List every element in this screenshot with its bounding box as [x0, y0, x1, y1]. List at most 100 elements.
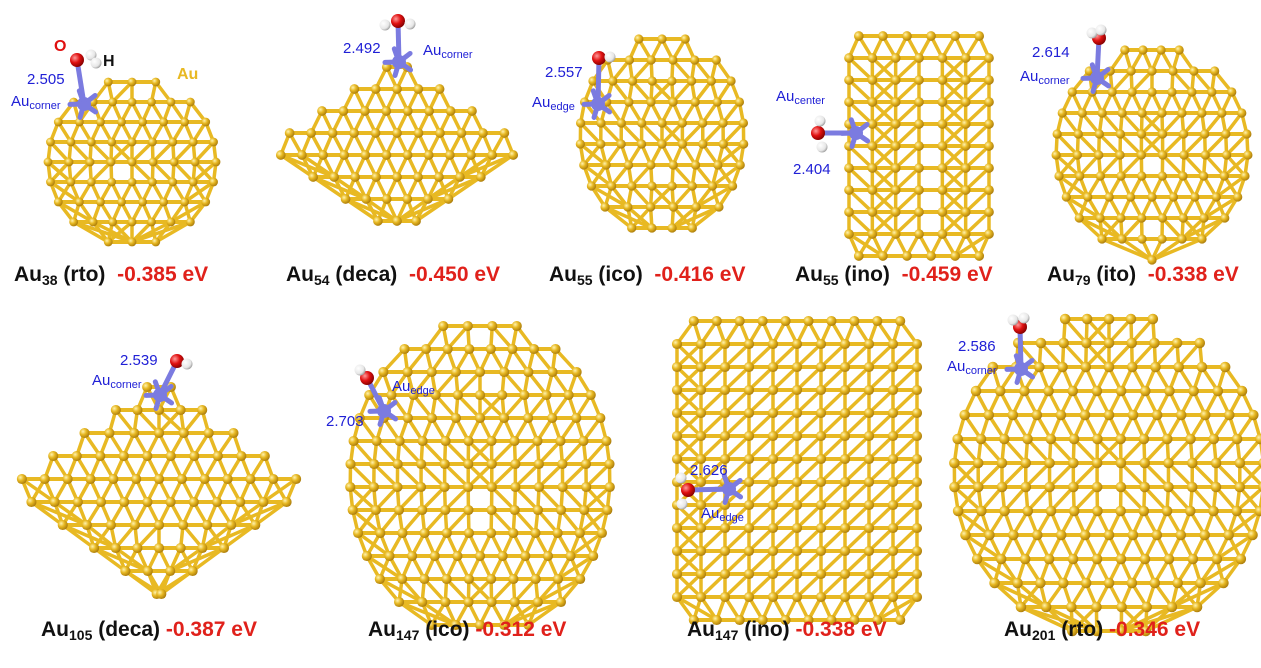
au-atom [1068, 457, 1079, 469]
au-atom [575, 573, 586, 585]
au-atom [499, 619, 510, 631]
au-atom [863, 430, 875, 442]
au-atom [375, 527, 386, 539]
au-au-bond [490, 485, 517, 512]
au-atom [863, 453, 875, 465]
caption-au147-ino: Au147 (ino) -0.338 eV [687, 618, 887, 643]
au-atom [185, 217, 195, 227]
au-au-bond [723, 549, 751, 576]
au-atom [743, 430, 755, 442]
au-atom [1178, 213, 1188, 223]
au-atom [671, 361, 683, 373]
au-atom [636, 139, 647, 149]
au-atom [687, 223, 697, 233]
au-atom [911, 453, 923, 465]
site-label: Aucorner [92, 372, 142, 391]
au-atom [767, 499, 779, 511]
au-atom [1054, 171, 1064, 181]
au-atom [487, 150, 497, 160]
au-atom [361, 550, 372, 562]
au-atom [767, 453, 779, 465]
au-atom [371, 172, 381, 182]
au-atom [1045, 433, 1057, 445]
au-atom [438, 320, 449, 332]
au-atom [950, 251, 960, 261]
au-au-bond [867, 572, 895, 599]
au-atom [1199, 171, 1209, 181]
au-au-bond [699, 572, 727, 599]
au-atom [16, 473, 27, 485]
au-atom [1061, 192, 1071, 202]
au-au-bond [1100, 111, 1123, 136]
au-atom [1210, 481, 1222, 493]
au-atom [88, 542, 100, 554]
au-atom [340, 194, 351, 204]
au-au-bond [675, 388, 703, 415]
au-au-bond [870, 56, 898, 82]
au-atom [426, 366, 437, 378]
au-atom [844, 75, 854, 85]
au-au-bond [466, 462, 494, 489]
au-atom [327, 128, 338, 138]
au-atom [1172, 577, 1183, 589]
au-atom [1022, 433, 1033, 445]
au-atom [1115, 625, 1127, 637]
au-atom [474, 550, 486, 562]
au-atom [66, 137, 76, 147]
au-atom [1117, 234, 1127, 244]
au-au-bond [1129, 317, 1155, 345]
au-atom [839, 499, 851, 511]
au-atom [1092, 433, 1103, 445]
au-au-bond [89, 140, 113, 164]
bond-length-label: 2.586 [958, 338, 996, 355]
au-au-bond [819, 480, 847, 507]
au-au-bond [1119, 485, 1146, 513]
au-atom [890, 97, 901, 107]
au-atom [1057, 577, 1069, 589]
au-au-bond [891, 411, 919, 438]
au-atom [971, 553, 983, 565]
au-au-bond [1130, 69, 1154, 94]
au-au-bond [1160, 153, 1185, 178]
au-atom [767, 476, 779, 488]
au-atom [308, 172, 318, 182]
au-au-bond [843, 342, 871, 369]
au-au-bond [747, 526, 775, 553]
au-atom [1190, 192, 1200, 202]
au-atom [440, 435, 451, 447]
au-atom [497, 389, 508, 401]
hydrogen-legend-label: H [103, 53, 115, 70]
au-atom [462, 320, 473, 332]
au-atom [815, 499, 827, 511]
au-atom [1139, 457, 1150, 469]
au-atom [373, 216, 383, 226]
au-atom [1136, 150, 1146, 160]
au-atom [532, 435, 543, 447]
au-atom [1034, 361, 1045, 373]
site-label: Auedge [701, 505, 744, 524]
au-atom [743, 361, 755, 373]
au-atom [151, 77, 161, 87]
oxygen-atom [681, 483, 695, 497]
au-o-bond [595, 57, 602, 105]
au-au-bond [1070, 605, 1099, 633]
au-au-bond [795, 572, 823, 599]
au-atom [950, 31, 960, 41]
au-atom [791, 591, 803, 603]
au-atom [780, 315, 791, 327]
au-au-bond [458, 153, 515, 179]
au-atom [1138, 45, 1148, 55]
au-atom [1231, 433, 1243, 445]
au-au-bond [699, 342, 727, 369]
au-atom [718, 139, 728, 149]
au-atom [695, 430, 707, 442]
au-atom [1012, 577, 1023, 589]
au-au-bond [229, 500, 289, 527]
au-atom [236, 450, 247, 462]
au-atom [306, 128, 316, 138]
au-atom [147, 177, 157, 187]
au-atom [952, 433, 963, 445]
au-atom [719, 453, 731, 465]
au-atom [671, 522, 683, 534]
au-au-bond [512, 508, 538, 535]
